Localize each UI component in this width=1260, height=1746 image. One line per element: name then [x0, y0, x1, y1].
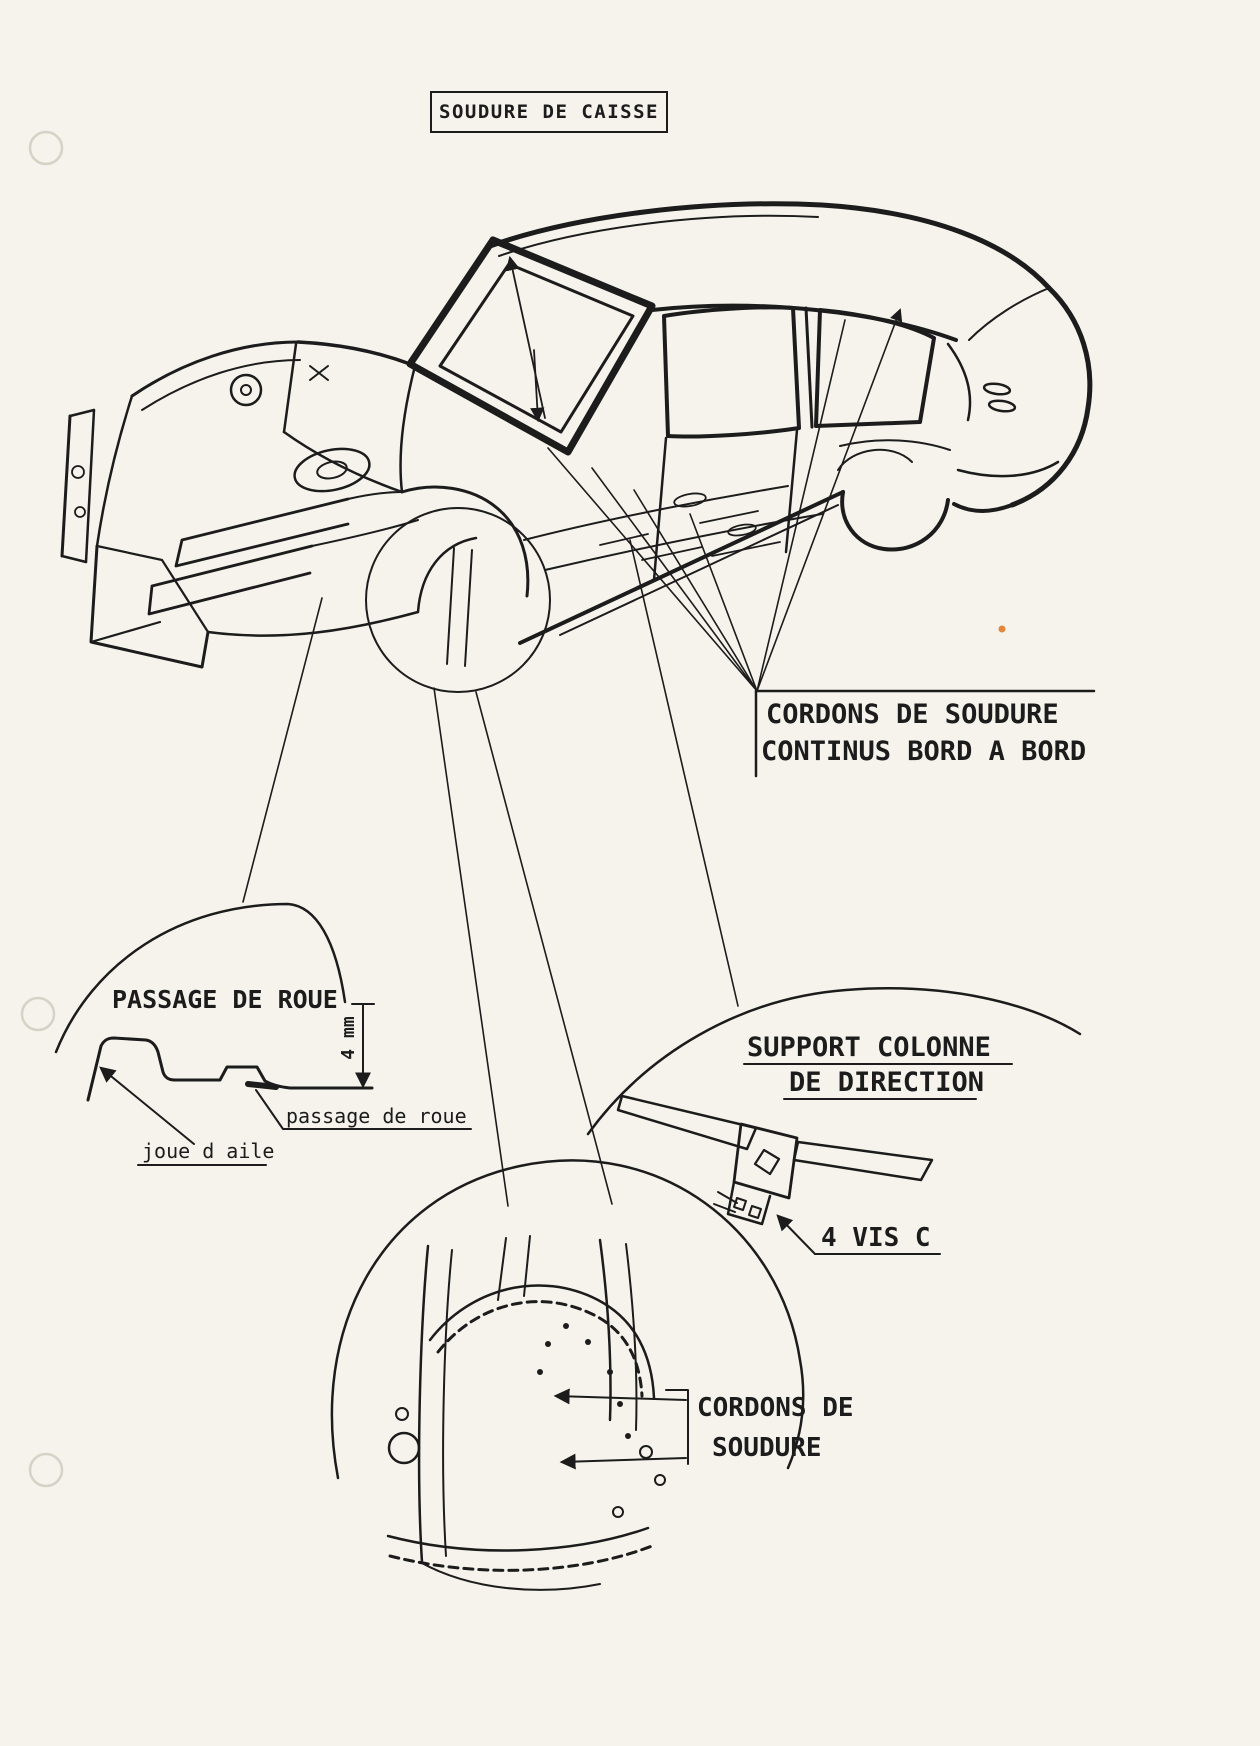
page-title-box: SOUDURE DE CAISSE: [430, 91, 668, 133]
wheel-arch-sub-label: passage de roue: [286, 1104, 467, 1128]
punch-holes: [20, 130, 64, 1488]
weld-bead-label-line2: SOUDURE: [712, 1433, 822, 1463]
scan-speck: [998, 625, 1006, 633]
fender-cheek-label: joue d aile: [142, 1139, 275, 1163]
detail-leader-lines: [242, 539, 739, 1207]
front-wheel-callout-circle: [365, 507, 551, 693]
screws-label: 4 VIS C: [821, 1223, 931, 1253]
steering-column-support-detail: [586, 987, 1082, 1255]
seam-weld-callout-lines: [505, 255, 1096, 778]
page-title: SOUDURE DE CAISSE: [439, 101, 659, 123]
wheel-arch-profile-detail: [54, 902, 472, 1166]
weld-bead-label-line1: CORDONS DE: [697, 1393, 854, 1423]
car-body-illustration: [60, 201, 1093, 669]
steering-support-heading-line2: DE DIRECTION: [789, 1067, 985, 1098]
wheel-arch-dimension: 4 mm: [338, 1016, 359, 1060]
wheel-arch-heading: PASSAGE DE ROUE: [112, 985, 338, 1014]
steering-support-heading-line1: SUPPORT COLONNE: [747, 1032, 991, 1063]
seam-weld-label-line2: CONTINUS BORD A BORD: [761, 736, 1087, 767]
seam-weld-label-line1: CORDONS DE SOUDURE: [766, 699, 1059, 730]
wheel-house-weld-detail: [330, 1159, 805, 1591]
